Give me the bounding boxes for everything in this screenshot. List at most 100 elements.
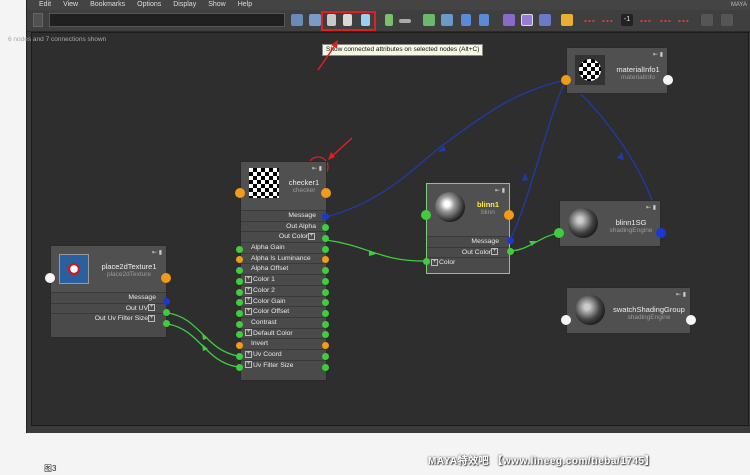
arrow-left-icon[interactable] [461,14,471,26]
blinn-sg-node[interactable]: ⇤ ▮ blinn1SG shadingEngine [559,200,661,247]
port-contrast-out[interactable] [322,321,329,328]
port-uvfilter-out[interactable] [163,320,170,327]
attr-invert[interactable]: Invert [241,338,326,349]
attr-out-color[interactable]: Out Color+ [427,246,509,258]
port-uvcoord-in[interactable] [236,353,243,360]
blinn-node[interactable]: ⇤ ▮ blinn1 blinn Message Out Color+ +Col… [426,183,510,274]
port-alphagain-out[interactable] [322,246,329,253]
port-uvcoord-out[interactable] [322,353,329,360]
port-defaultcolor-in[interactable] [236,331,243,338]
sphere-icon[interactable] [309,14,321,26]
node-mini-icons[interactable]: ⇤ ▮ [646,205,656,211]
frame-dots-icon[interactable] [601,14,613,22]
blinn-output-port[interactable] [504,210,514,220]
attribute-filter-icon[interactable] [503,14,515,26]
port-contrast-in[interactable] [236,321,243,328]
attr-color2[interactable]: +Color 2 [241,284,326,296]
checker-input-port[interactable] [235,188,245,198]
attr-out-uv-filter-size[interactable]: Out Uv Filter Size+ [51,313,166,325]
attr-color-offset[interactable]: +Color Offset [241,306,326,317]
attr-alpha-is-luminance[interactable]: Alpha Is Luminance [241,252,326,264]
options-icon[interactable] [721,14,733,26]
port-colorgain-in[interactable] [236,299,243,306]
menu-view[interactable]: View [63,1,79,8]
place2d-texture-node[interactable]: ⇤ ▮ place2dTexture1 place2dTexture Messa… [50,245,167,338]
show-inputs-icon[interactable] [327,14,336,26]
blinn-sg-input-port[interactable] [554,228,564,238]
expand-icon[interactable]: + [245,307,252,315]
step-dots-icon[interactable] [639,14,651,22]
attr-out-alpha[interactable]: Out Alpha [241,220,326,232]
port-defaultcolor-out[interactable] [322,331,329,338]
checker-output-port[interactable] [321,188,331,198]
value-field[interactable]: -1 [621,14,633,26]
zoom-dots-icon[interactable] [583,14,595,22]
port-coloroffset-in[interactable] [236,310,243,317]
line-icon[interactable] [399,19,411,23]
expand-icon[interactable]: + [245,361,252,369]
port-color2-out[interactable] [322,289,329,296]
lock-icon[interactable] [561,14,573,26]
port-outcolor-out[interactable] [507,248,514,255]
material-info-input-port[interactable] [561,75,571,85]
blinn-input-port[interactable] [421,210,431,220]
port-invert-in[interactable] [236,342,243,349]
attr-contrast[interactable]: Contrast [241,316,326,328]
attr-color[interactable]: +Color [427,257,509,269]
attr-color1[interactable]: +Color 1 [241,274,326,285]
attr-out-color[interactable]: Out Color+ [241,231,326,243]
menu-show[interactable]: Show [208,1,226,8]
port-uvfilter-out[interactable] [322,364,329,371]
expand-icon[interactable]: + [245,297,252,305]
menu-help[interactable]: Help [237,1,253,8]
expand-icon[interactable]: + [148,315,155,323]
panel-icon[interactable] [701,14,713,26]
node-mini-icons[interactable]: ⇤ ▮ [676,292,686,298]
layout-icon[interactable] [423,14,435,26]
material-info-output-port[interactable] [663,75,673,85]
port-message-out[interactable] [322,213,329,220]
port-color2-in[interactable] [236,289,243,296]
node-mini-icons[interactable]: ⇤ ▮ [312,166,322,172]
port-invert-out[interactable] [322,342,329,349]
port-coloroffset-out[interactable] [322,310,329,317]
port-alphaoffset-in[interactable] [236,267,243,274]
pin-icon[interactable] [385,14,393,26]
port-colorgain-out[interactable] [322,299,329,306]
attr-out-uv[interactable]: Out UV+ [51,302,166,314]
show-connected-attributes-icon[interactable] [361,14,370,26]
port-uvfilter-in[interactable] [236,364,243,371]
swatch-sg-input-port[interactable] [561,315,571,325]
toolbar-handle[interactable] [33,13,43,27]
port-color1-out[interactable] [322,278,329,285]
arrow-right-icon[interactable] [479,14,489,26]
expand-icon[interactable]: + [491,248,498,256]
swatch-sg-output-port[interactable] [686,315,696,325]
port-alphaoffset-out[interactable] [322,267,329,274]
place2d-input-port[interactable] [45,273,55,283]
expand-icon[interactable]: + [308,233,315,241]
shader-icon[interactable] [539,14,551,26]
checker-node[interactable]: ⇤ ▮ checker1 checker Message Out Alpha O… [240,161,327,381]
attr-alpha-gain[interactable]: Alpha Gain [241,242,326,253]
menu-display[interactable]: Display [173,1,197,8]
port-outalpha-out[interactable] [322,224,329,231]
expand-icon[interactable]: + [431,259,438,267]
show-outputs-icon[interactable] [343,14,352,26]
menu-bookmarks[interactable]: Bookmarks [90,1,126,8]
blinn-sg-output-port[interactable] [656,228,666,238]
expand-icon[interactable]: + [245,275,252,283]
graph-icon[interactable] [291,14,303,26]
port-message-out[interactable] [163,298,170,305]
swatch-shading-group-node[interactable]: ⇤ ▮ swatchShadingGroup shadingEngine [566,287,691,334]
port-alphaislum-in[interactable] [236,256,243,263]
port-alphaislum-out[interactable] [322,256,329,263]
port-outuv-out[interactable] [163,309,170,316]
menu-options[interactable]: Options [137,1,162,8]
port-alphagain-in[interactable] [236,246,243,253]
attr-message[interactable]: Message [241,210,326,221]
place2d-output-port[interactable] [161,273,171,283]
attr-message[interactable]: Message [51,292,166,303]
snap-dots-icon[interactable] [677,14,689,22]
expand-icon[interactable]: + [245,329,252,337]
